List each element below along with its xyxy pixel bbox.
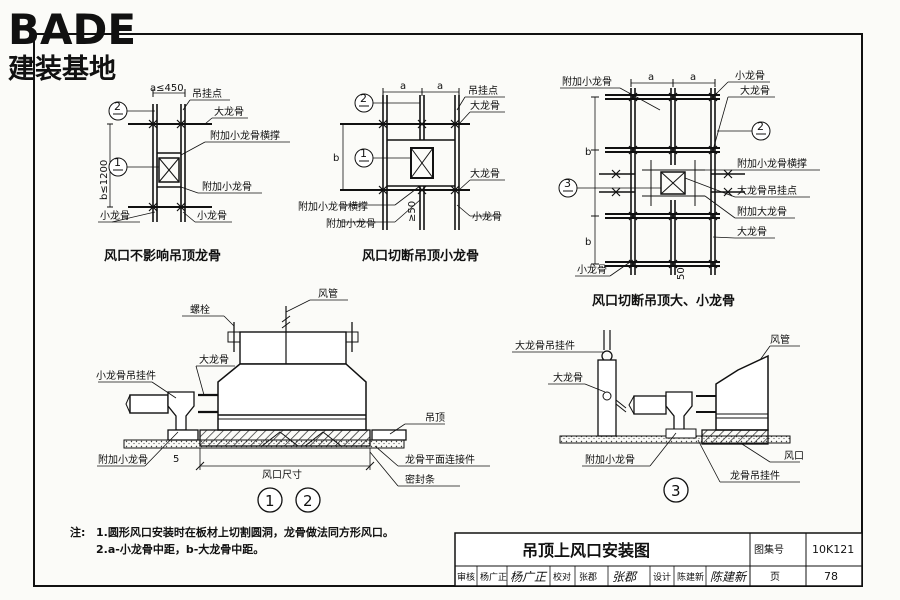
fig1-label-hanging-point: 吊挂点	[192, 87, 222, 100]
notes-item-1: 1.圆形风口安装时在板材上切割圆洞，龙骨做法同方形风口。	[96, 525, 394, 539]
fig1-label-aux-small: 附加小龙骨	[202, 180, 252, 193]
fig3-dim-b2: b	[585, 237, 591, 248]
svg-text:2: 2	[757, 120, 764, 133]
title-block-checker: 张郡	[579, 572, 597, 583]
fig1-label-main-keel: 大龙骨	[214, 105, 244, 118]
fig2-dim-b: b	[333, 153, 339, 164]
section3-label-main-keel: 大龙骨	[553, 371, 583, 384]
section-12: 风口尺寸 5 风管 螺栓 大龙骨 小龙骨吊挂件 吊顶 附加小龙骨 龙骨平面连接件…	[96, 287, 490, 513]
svg-text:2: 2	[114, 100, 121, 113]
fig2-callout-2: 2	[354, 92, 420, 113]
section12-label-aux-small: 附加小龙骨	[98, 453, 148, 466]
fig3-dim-b1: b	[585, 147, 591, 158]
fig3-dim-a2: a	[690, 72, 696, 83]
section12-label-bolt: 螺栓	[190, 303, 210, 316]
fig3-callout-2: 2	[717, 120, 771, 141]
fig1-label-small-right: 小龙骨	[197, 209, 227, 222]
title-block-designer: 陈建新	[677, 571, 704, 583]
fig2-label-main-keel-top: 大龙骨	[470, 99, 500, 112]
section12-vent-size: 风口尺寸	[262, 468, 302, 481]
title-block: 吊顶上风口安装图 图集号 10K121 审核 杨广正 杨广正 校对 张郡 张郡 …	[454, 532, 863, 587]
svg-text:1: 1	[114, 156, 121, 169]
fig1-dim-a: a≤450	[150, 83, 184, 94]
section3-label-vent: 风口	[784, 450, 804, 462]
fig2-caption: 风口切断吊顶小龙骨	[362, 248, 479, 264]
fig3-label-small-bottom: 小龙骨	[577, 263, 607, 276]
svg-text:1: 1	[265, 492, 275, 510]
title-block-page-no: 78	[824, 570, 838, 583]
section12-label-main-keel: 大龙骨	[199, 353, 229, 366]
fig1-dim-b: b≤1200	[99, 160, 110, 200]
section3-callout-3: 3	[663, 477, 689, 503]
fig3-callout-3: 3	[558, 177, 661, 198]
title-block-check-label: 校对	[553, 571, 571, 583]
title-block-review-label: 审核	[457, 571, 475, 583]
title-block-designer-signature: 陈建新	[710, 570, 748, 584]
svg-text:3: 3	[671, 482, 681, 500]
notes-item-2: 2.a-小龙骨中距，b-大龙骨中距。	[96, 542, 264, 556]
fig1-caption: 风口不影响吊顶龙骨	[104, 248, 221, 264]
title-block-design-label: 设计	[653, 571, 671, 583]
title-block-title: 吊顶上风口安装图	[522, 541, 650, 560]
fig1-callout-1: 1	[108, 156, 159, 177]
fig2-dim-gap: ≥50	[407, 201, 418, 222]
section12-label-connector: 龙骨平面连接件	[405, 453, 475, 466]
fig2-dim-a2: a	[437, 81, 443, 92]
fig3-label-aux-small: 附加小龙骨	[562, 75, 612, 88]
title-block-atlas-no: 10K121	[812, 543, 854, 556]
fig1-label-aux-brace: 附加小龙骨横撑	[210, 129, 280, 142]
section12-dim-5: 5	[173, 454, 179, 465]
fig2-label-aux-small: 附加小龙骨	[326, 217, 376, 230]
fig3-label-aux-brace: 附加小龙骨横撑	[737, 157, 807, 170]
fig3-dim-a1: a	[648, 72, 654, 83]
fig3-label-small-top: 小龙骨	[735, 69, 765, 82]
fig1-plan: b≤1200 a≤450 2 1 吊挂点 大龙骨 附加小龙骨横撑 附加小龙骨 小	[98, 83, 290, 264]
section12-callout-2: 2	[295, 487, 321, 513]
fig3-label-main-hanger: 大龙骨吊挂点	[737, 184, 797, 197]
fig1-label-small-left: 小龙骨	[100, 209, 130, 222]
title-block-checker-signature: 张郡	[612, 570, 638, 584]
fig3-caption: 风口切断吊顶大、小龙骨	[592, 293, 735, 309]
section12-label-duct: 风管	[318, 287, 338, 300]
fig2-dim-a1: a	[400, 81, 406, 92]
fig2-label-small: 小龙骨	[472, 210, 502, 223]
fig3-label-main-bottom: 大龙骨	[737, 225, 767, 238]
svg-text:2: 2	[360, 92, 367, 105]
fig3-label-aux-main: 附加大龙骨	[737, 205, 787, 218]
section3-label-main-hanger: 大龙骨吊挂件	[515, 339, 575, 352]
logo-brand: BADE	[8, 5, 136, 54]
notes-heading: 注:	[70, 525, 85, 539]
title-block-reviewer-signature: 杨广正	[510, 570, 548, 584]
title-block-reviewer: 杨广正	[480, 571, 507, 583]
fig3-label-main-top: 大龙骨	[740, 84, 770, 97]
section3-label-keel-hanger: 龙骨吊挂件	[730, 469, 780, 482]
fig3-dim-gap: 50	[676, 267, 687, 280]
section12-label-ceiling: 吊顶	[425, 412, 445, 424]
fig2-label-aux-brace: 附加小龙骨横撑	[298, 200, 368, 213]
section-3: 大龙骨吊挂件 大龙骨 风管 附加小龙骨 风口 龙骨吊挂件 3	[512, 330, 804, 503]
svg-text:1: 1	[360, 147, 367, 160]
notes: 注: 1.圆形风口安装时在板材上切割圆洞，龙骨做法同方形风口。 2.a-小龙骨中…	[70, 525, 394, 556]
fig2-label-main-keel-right: 大龙骨	[470, 167, 500, 180]
brand-logo: BADE 建装基地	[8, 5, 136, 85]
svg-text:3: 3	[564, 177, 571, 190]
logo-subtitle: 建装基地	[8, 54, 116, 85]
title-block-page-label: 页	[770, 571, 780, 583]
section12-label-small-hanger: 小龙骨吊挂件	[96, 369, 156, 382]
section3-label-aux-small: 附加小龙骨	[585, 453, 635, 466]
section12-callout-1: 1	[257, 487, 283, 513]
fig2-label-hanging-point: 吊挂点	[468, 84, 498, 97]
fig2-plan: a a b ≥50 2 1 吊挂点 大龙骨 大龙骨 附加小龙骨横撑 附加小	[298, 81, 505, 264]
fig3-plan: a a b b 50 2 3 附加小龙骨 小龙骨	[558, 69, 820, 309]
title-block-atlas-label: 图集号	[754, 543, 784, 556]
section3-label-duct: 风管	[770, 333, 790, 346]
fig1-callout-2: 2	[108, 100, 155, 121]
section12-label-seal: 密封条	[405, 473, 435, 486]
fig2-callout-1: 1	[354, 147, 411, 168]
svg-text:2: 2	[303, 492, 313, 510]
sheet-border	[33, 33, 863, 587]
